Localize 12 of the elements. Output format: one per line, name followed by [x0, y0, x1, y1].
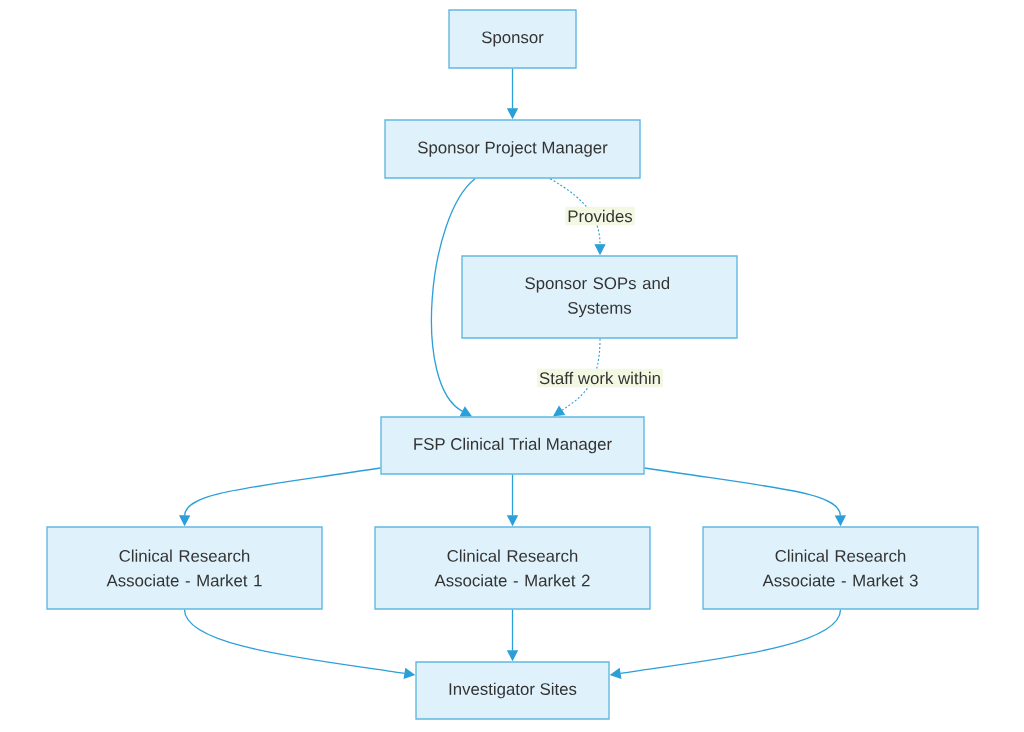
process-box: Sponsor SOPs and Systems: [461, 255, 738, 339]
process-box: Sponsor: [448, 9, 577, 69]
process-box: Clinical Research Associate - Market 3: [702, 526, 979, 610]
process-box: Clinical Research Associate - Market 2: [374, 526, 651, 610]
process-box: Sponsor Project Manager: [384, 119, 641, 179]
dashed-arrow: [553, 338, 601, 417]
process-box: Investigator Sites: [415, 661, 610, 720]
process-box: FSP Clinical Trial Manager: [380, 416, 645, 475]
process-box: Clinical Research Associate - Market 1: [46, 526, 323, 610]
edge-label: Staff work within: [537, 368, 663, 388]
edge-label: Provides: [565, 206, 635, 226]
arrow: [430, 178, 476, 417]
